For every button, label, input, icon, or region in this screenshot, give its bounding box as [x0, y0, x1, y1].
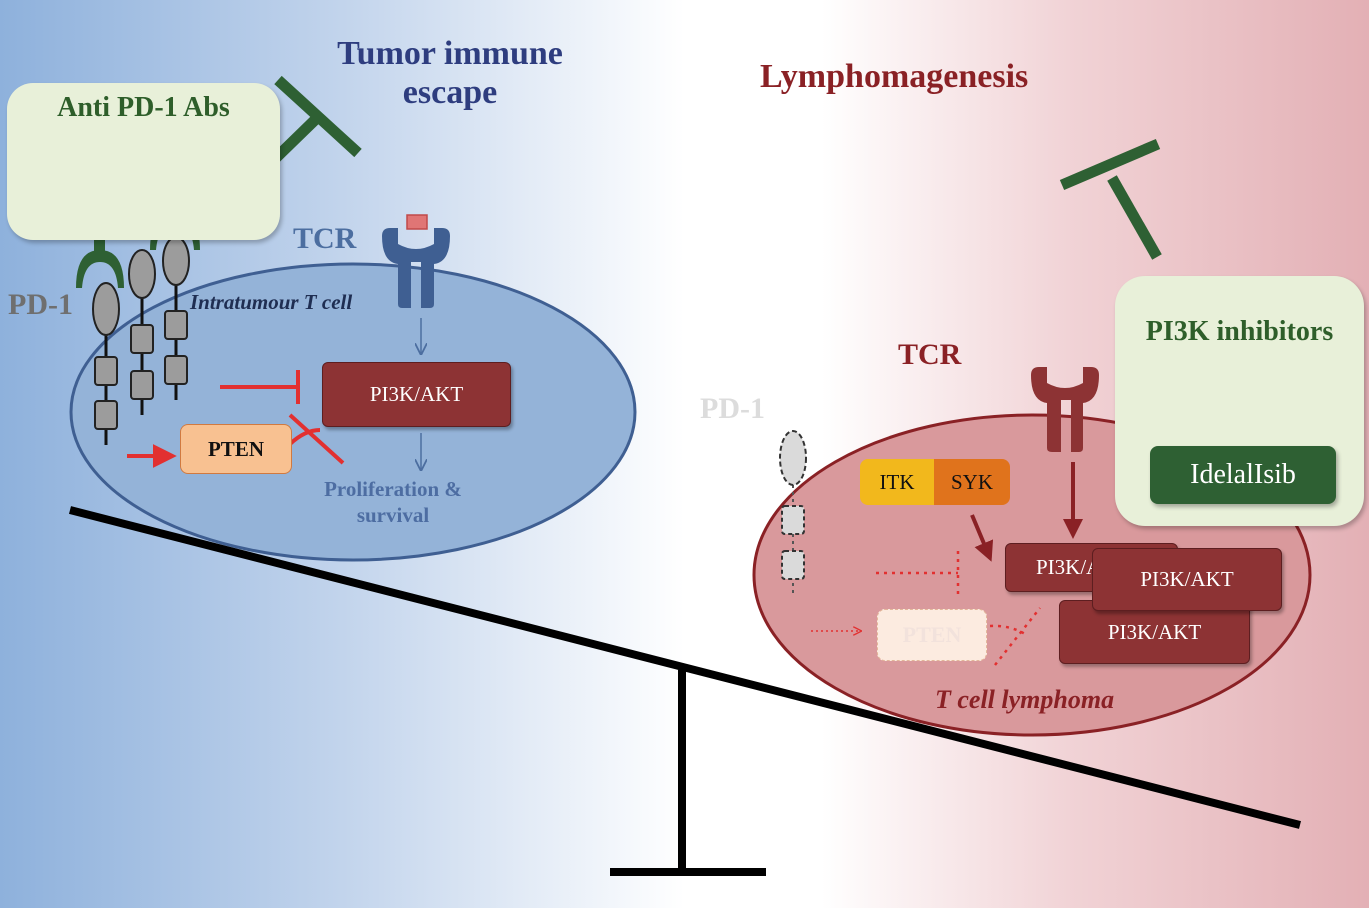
- syk-to-pi3k-arrow: [970, 514, 994, 562]
- pten-box-right: PTEN: [877, 609, 987, 661]
- weak-pd1-inhibition: [876, 551, 960, 595]
- tcr-receptor-left-icon: [382, 214, 450, 308]
- tcr-label-right: TCR: [898, 338, 962, 371]
- idelalisib-label: IdelalIsib: [1150, 446, 1336, 504]
- weak-pten-inhibition: [989, 607, 1041, 666]
- tcr-receptor-right-icon: [1031, 367, 1099, 452]
- pd1-receptor-icon: [92, 282, 120, 445]
- pd1-inhibition-arrow: [220, 370, 300, 404]
- pi3k-akt-box-left: PI3K/AKT: [322, 362, 511, 427]
- pd1-label-left: PD-1: [8, 288, 73, 321]
- itk-box: ITK: [860, 459, 934, 505]
- intratumour-cell-label: Intratumour T cell: [190, 290, 353, 314]
- title-lymphomagenesis: Lymphomagenesis: [760, 58, 1029, 95]
- seesaw: [69, 506, 1301, 876]
- anti-pd1-box: [7, 83, 280, 240]
- tcr-label-left: TCR: [293, 222, 357, 255]
- pd1-receptor-icon: [128, 249, 156, 415]
- pi3k-inhibitor-inhibition-icon: [1059, 138, 1162, 260]
- pd1-label-right: PD-1: [700, 392, 765, 425]
- pd1-receptor-icon: [162, 236, 190, 400]
- proliferation-label: Proliferation & survival: [324, 477, 462, 528]
- pten-inhibition-arrow: [288, 413, 345, 465]
- pi3k-akt-box-right-2: PI3K/AKT: [1092, 548, 1282, 611]
- pten-box-left: PTEN: [180, 424, 292, 474]
- pd1-receptor-faded-icon: [779, 430, 807, 595]
- syk-box: SYK: [934, 459, 1010, 505]
- anti-pd1-label: Anti PD-1 Abs: [57, 92, 230, 123]
- title-tumor-immune-escape: Tumor immune escape: [337, 35, 563, 112]
- pi3k-inhibitors-label: PI3K inhibitors: [1145, 316, 1334, 347]
- lymphoma-cell-label: T cell lymphoma: [935, 685, 1115, 714]
